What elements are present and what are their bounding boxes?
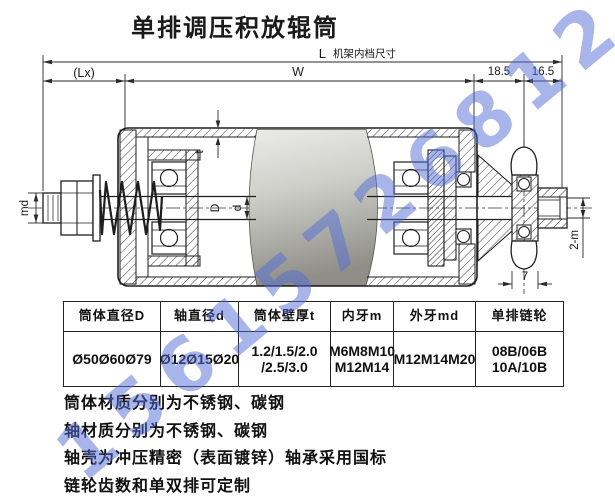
dim-185-label: 18.5	[488, 66, 510, 78]
threaded-sleeve	[537, 187, 568, 229]
dim-md	[28, 192, 43, 224]
dim-t-label: t	[192, 150, 206, 154]
left-end-cap	[119, 129, 201, 285]
col-header-internal-thread: 内牙m	[331, 302, 394, 332]
note-line: 轴壳为冲压精密（表面镀锌）轴承采用国标	[64, 450, 388, 467]
spec-table: 筒体直径D 轴直径d 筒体壁厚t 内牙m 外牙md 单排链轮 Ø50Ø60Ø79…	[63, 301, 564, 387]
dim-d-label: d	[230, 205, 244, 212]
dim-L	[42, 55, 563, 191]
dim-row2	[43, 74, 562, 146]
dim-D-label: D	[208, 203, 222, 212]
col-header-external-thread: 外牙md	[394, 302, 476, 332]
page-title: 单排调压积放辊筒	[131, 15, 339, 42]
tube-shell	[117, 127, 478, 287]
dim-t	[215, 110, 221, 158]
dim-L-label: L	[319, 46, 326, 61]
col-header-shaft-diameter: 轴直径d	[161, 302, 239, 332]
roller-surface	[248, 129, 378, 286]
dim-165-label: 16.5	[532, 66, 554, 78]
dim-2m	[567, 197, 590, 258]
value-tube-diameter: Ø50Ø60Ø79	[64, 332, 161, 386]
dim-2m-label: 2-m	[569, 230, 581, 250]
dim-7	[498, 271, 552, 289]
note-line: 链轮齿数和单双排可定制	[64, 477, 252, 495]
notes-block: 筒体材质分别为不锈钢、碳钢 轴材质分别为不锈钢、碳钢 轴壳为冲压精密（表面镀锌）…	[64, 390, 387, 499]
note-line: 筒体材质分别为不锈钢、碳钢	[64, 395, 286, 412]
value-external-thread: M12M14M20	[394, 332, 476, 386]
dim-7-label: 7	[522, 271, 528, 283]
spring	[98, 180, 164, 236]
sprocket	[510, 146, 539, 270]
dim-L-note: 机架内档尺寸	[333, 47, 396, 60]
left-bearing	[151, 161, 187, 255]
note-line: 轴材质分别为不锈钢、碳钢	[64, 422, 269, 440]
col-header-tube-diameter: 筒体直径D	[64, 302, 161, 332]
washer	[92, 174, 101, 242]
adjusting-stud	[42, 174, 101, 242]
dim-d-arrows	[244, 196, 250, 220]
value-shaft-diameter: Ø12Ø15Ø20	[160, 332, 239, 386]
right-end-cap	[455, 129, 476, 285]
dim-md-label: md	[19, 200, 31, 216]
cone-hub	[477, 153, 513, 263]
dim-Lx-label: (Lx)	[73, 66, 95, 80]
dim-W-label: W	[292, 65, 304, 79]
col-header-single-sprocket: 单排链轮	[476, 302, 563, 332]
col-header-wall-thickness: 筒体壁厚t	[239, 302, 331, 332]
value-wall-thickness: 1.2/1.5/2.0/2.5/3.0	[239, 332, 331, 386]
right-bearing-housing	[393, 149, 457, 267]
